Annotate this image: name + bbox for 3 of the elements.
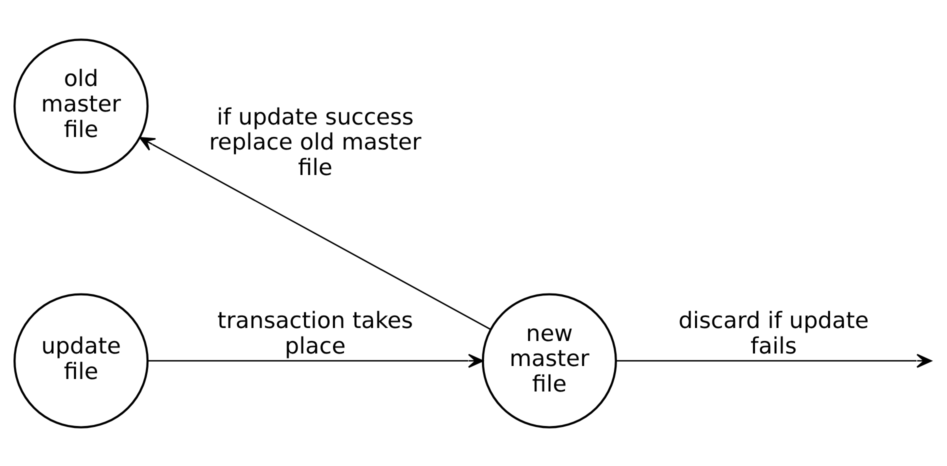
edge-label: discard if update fails (678, 308, 869, 359)
edge-label: transaction takes place (217, 308, 414, 359)
edge-label: if update success replace old master file (209, 104, 422, 181)
